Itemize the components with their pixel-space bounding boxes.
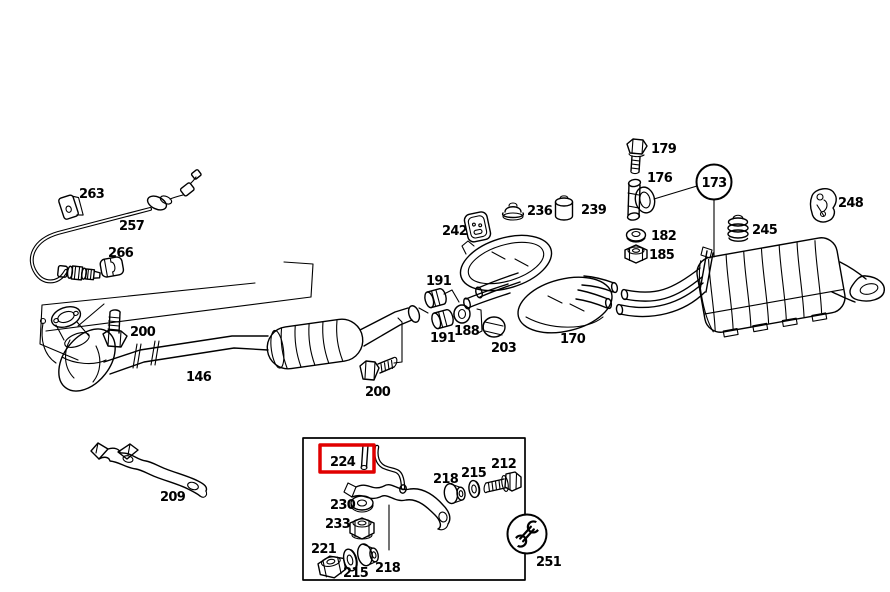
figure-reference-circle-173[interactable]: [695, 163, 733, 201]
part-label-176: 176: [647, 171, 673, 186]
part-label-212: 212: [491, 457, 516, 472]
part-label-221: 221: [311, 542, 337, 557]
part-label-215-a: 215: [461, 466, 487, 481]
part-label-233: 233: [325, 517, 351, 532]
rear-muffler-drawing: [615, 188, 885, 338]
part-label-200-b: 200: [365, 385, 391, 400]
part-label-182: 182: [651, 229, 676, 244]
part-label-179: 179: [651, 142, 677, 157]
part-label-203: 203: [491, 341, 517, 356]
labels-layer: 263 257 266 200 146 200 191 191 188 203 …: [79, 142, 864, 581]
part-label-185: 185: [649, 248, 675, 263]
part-label-191-b: 191: [430, 331, 456, 346]
inlet-hardware-drawing: [418, 288, 506, 338]
part-label-230: 230: [330, 498, 356, 513]
sensor-cable-drawing: [29, 169, 314, 332]
wrench-icon: [510, 520, 544, 548]
part-label-236: 236: [527, 204, 553, 219]
part-label-188: 188: [454, 324, 480, 339]
part-label-239: 239: [581, 203, 607, 218]
part-label-242: 242: [442, 224, 467, 239]
part-label-191-a: 191: [426, 274, 452, 289]
part-label-263: 263: [79, 187, 105, 202]
part-label-146: 146: [186, 370, 212, 385]
part-label-257: 257: [119, 219, 145, 234]
part-label-218-a: 218: [433, 472, 459, 487]
part-label-170: 170: [560, 332, 586, 347]
rubber-mounts-drawing: [463, 195, 574, 243]
part-label-200-a: 200: [130, 325, 156, 340]
part-label-215-b: 215: [343, 566, 369, 581]
part-label-245: 245: [752, 223, 778, 238]
rear-hanger-hardware-drawing: [624, 138, 715, 264]
part-label-266: 266: [108, 246, 134, 261]
hanger-kit-box-drawing: [302, 437, 526, 581]
part-label-248: 248: [838, 196, 864, 211]
highlight-box-224[interactable]: [318, 443, 376, 474]
downpipe-drawing: [39, 282, 421, 392]
figure-reference-label-173[interactable]: 173: [701, 176, 727, 191]
part-label-218-b: 218: [375, 561, 401, 576]
bracket-209-drawing: [90, 442, 208, 498]
part-label-209: 209: [160, 490, 186, 505]
tool-label-251: 251: [536, 555, 562, 570]
part-label-224[interactable]: 224: [330, 455, 356, 470]
tool-circle-251: [506, 513, 548, 555]
middle-muffler-drawing: [459, 234, 619, 334]
detail-box-border: [302, 437, 526, 581]
